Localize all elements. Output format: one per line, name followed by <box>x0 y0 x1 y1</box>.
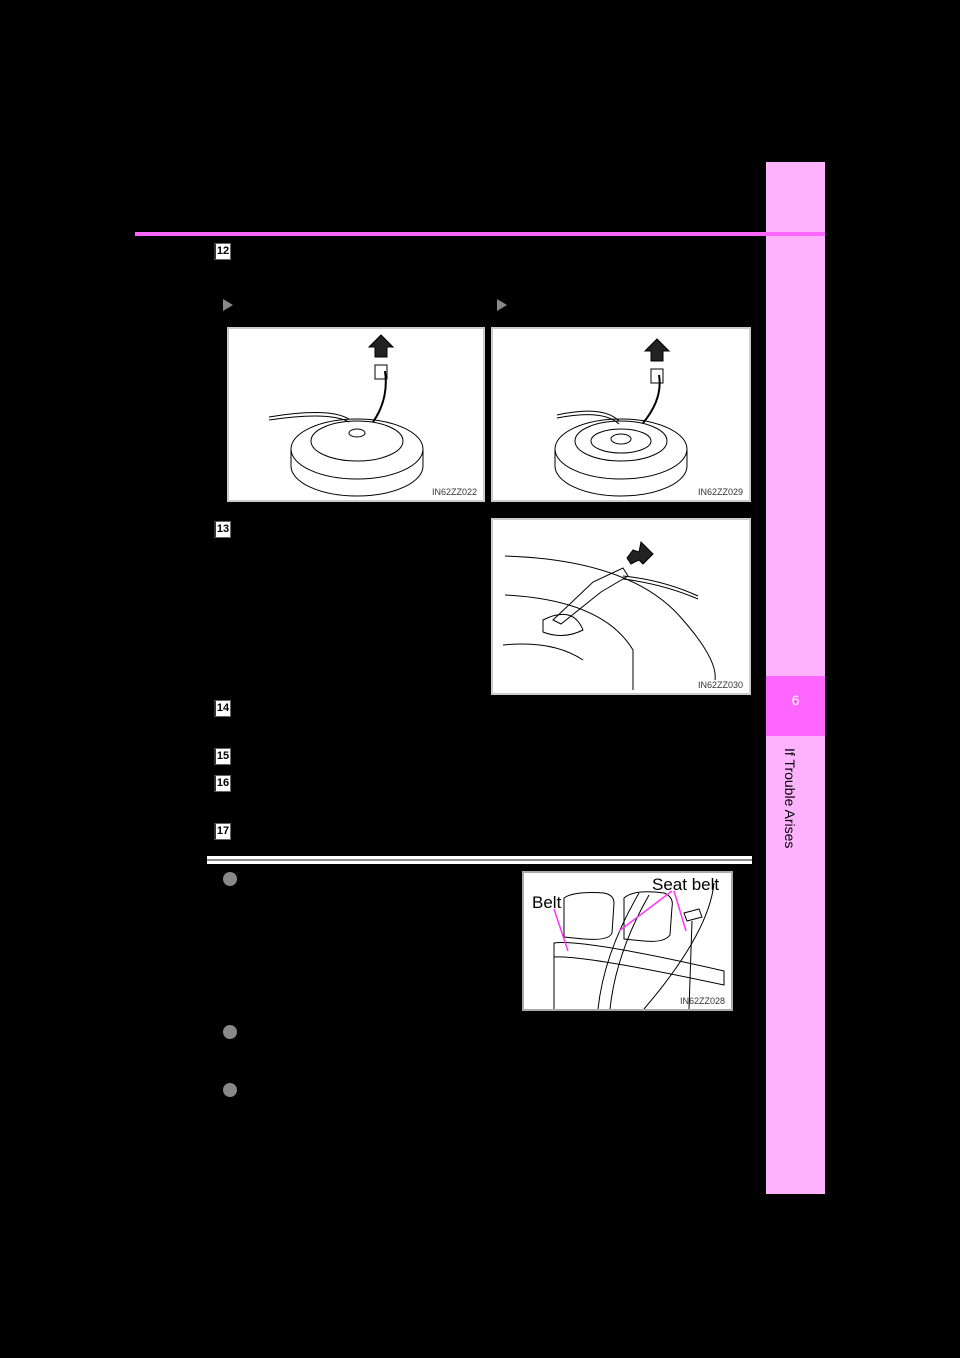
step-badge-15: 15 <box>214 748 231 765</box>
figure-seat-belt: Belt Seat belt IN62ZZ028 <box>522 871 733 1011</box>
figure-code: IN62ZZ030 <box>697 680 743 690</box>
figure-steel-wheel: IN62ZZ029 <box>491 327 751 502</box>
figure-code: IN62ZZ029 <box>697 487 743 497</box>
bullet-icon <box>223 1083 237 1097</box>
figure-code: IN62ZZ028 <box>679 996 725 1006</box>
chapter-tab-active[interactable] <box>766 676 825 736</box>
hook-release-illustration-icon <box>502 540 716 690</box>
chapter-title-text: If Trouble Arises <box>782 748 798 849</box>
figure-code: IN62ZZ022 <box>431 487 477 497</box>
step-badge-14: 14 <box>214 700 231 717</box>
chapter-title: If Trouble Arises <box>778 748 798 858</box>
label-seat-belt: Seat belt <box>652 875 720 894</box>
figure-hook-release: IN62ZZ030 <box>491 518 751 695</box>
wheel-hook-illustration-icon <box>268 334 424 497</box>
label-belt: Belt <box>532 893 562 912</box>
bullet-icon <box>223 1025 237 1039</box>
bullet-icon <box>223 872 237 886</box>
figure-alloy-wheel: IN62ZZ022 <box>227 327 485 502</box>
step-badge-13: 13 <box>214 521 231 538</box>
variant-arrow-icon <box>497 299 507 311</box>
step-badge-12: 12 <box>214 243 231 260</box>
section-separator-inner <box>207 859 752 861</box>
step-badge-17: 17 <box>214 823 231 840</box>
chapter-number: 6 <box>791 692 800 708</box>
variant-arrow-icon <box>223 299 233 311</box>
step-badge-16: 16 <box>214 775 231 792</box>
steel-wheel-hook-illustration-icon <box>554 338 688 497</box>
header-rule <box>135 232 825 236</box>
seat-belt-illustration-icon <box>553 882 725 1009</box>
